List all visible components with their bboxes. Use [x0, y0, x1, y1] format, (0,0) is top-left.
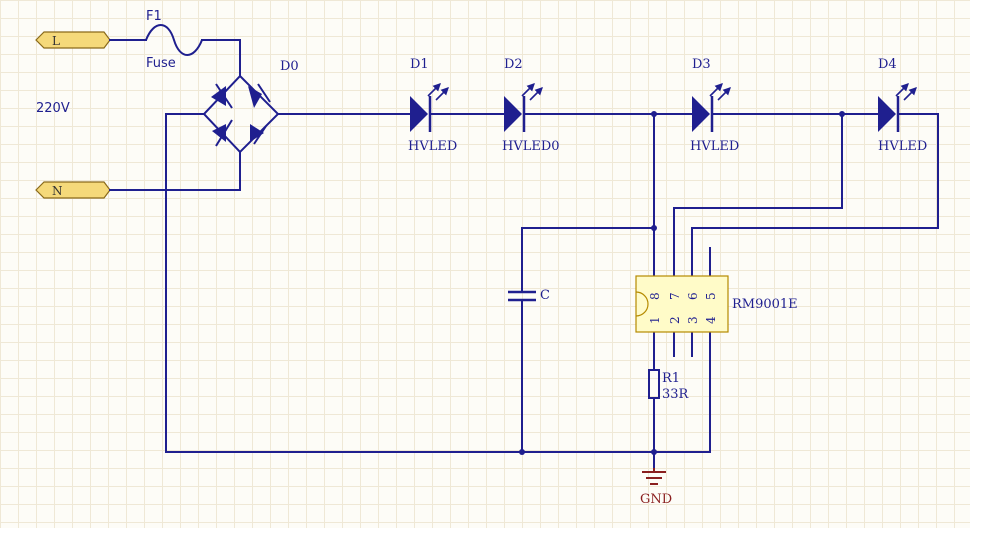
junction-dot	[839, 111, 845, 117]
resistor-value-label: 33R	[662, 387, 690, 402]
ic-pin-labels: 8 7 6 5 1 2 3 4	[648, 292, 718, 324]
junction-dot	[519, 449, 525, 455]
junction-dot	[651, 449, 657, 455]
port-neutral-label: N	[52, 184, 63, 198]
ground-net-label: GND	[640, 492, 672, 507]
led-d4-ref: D4	[878, 57, 897, 72]
bridge-diode-icon	[248, 86, 262, 108]
port-line-label: L	[52, 34, 60, 48]
fuse-value-label: Fuse	[146, 56, 176, 71]
capacitor-ref-label: C	[540, 288, 550, 303]
port-line[interactable]: L	[35, 31, 111, 49]
capacitor-c[interactable]	[508, 290, 536, 302]
led-d4[interactable]	[878, 83, 917, 132]
ground-symbol[interactable]	[642, 468, 666, 485]
bridge-rectifier-d0[interactable]	[202, 74, 280, 154]
fuse-f1[interactable]	[145, 24, 203, 56]
bridge-diode-icon	[250, 124, 264, 142]
ic-pin-6: 6	[686, 292, 700, 300]
resistor-ref-label: R1	[662, 371, 680, 386]
led-icon	[692, 96, 710, 132]
junction-dot	[651, 225, 657, 231]
bridge-ref-label: D0	[280, 59, 299, 74]
led-d3[interactable]	[692, 83, 731, 132]
led-d2-ref: D2	[504, 57, 523, 72]
junctions	[519, 111, 845, 455]
led-d2-value: HVLED0	[502, 139, 560, 154]
ic-pin-8: 8	[648, 292, 662, 300]
ic-pin-5: 5	[704, 292, 718, 300]
ic-part-label: RM9001E	[732, 297, 798, 312]
ic-pin-3: 3	[686, 316, 700, 324]
ic-rm9001e[interactable]	[635, 275, 729, 333]
led-d1-ref: D1	[410, 57, 429, 72]
fuse-ref-label: F1	[146, 9, 162, 24]
resistor-r1[interactable]	[648, 369, 660, 399]
led-icon	[410, 96, 428, 132]
led-d4-value: HVLED	[878, 139, 927, 154]
port-neutral[interactable]: N	[35, 181, 111, 199]
ic-pin-7: 7	[668, 292, 682, 300]
led-d1-value: HVLED	[408, 139, 457, 154]
ic-notch-icon	[635, 291, 649, 317]
led-d1[interactable]	[410, 83, 449, 132]
supply-voltage-label: 220V	[36, 101, 70, 116]
ic-pin-4: 4	[704, 316, 718, 324]
led-d3-ref: D3	[692, 57, 711, 72]
ic-pin-1: 1	[648, 316, 662, 324]
bridge-diode-icon	[211, 86, 226, 106]
bridge-diode-icon	[212, 124, 226, 142]
led-d3-value: HVLED	[690, 139, 739, 154]
led-icon	[878, 96, 896, 132]
sheet-edge	[970, 0, 982, 533]
sheet-bottom-edge	[0, 528, 982, 533]
led-d2[interactable]	[504, 83, 543, 132]
ic-pin-2: 2	[668, 316, 682, 324]
junction-dot	[651, 111, 657, 117]
wires	[109, 39, 939, 469]
led-icon	[504, 96, 522, 132]
